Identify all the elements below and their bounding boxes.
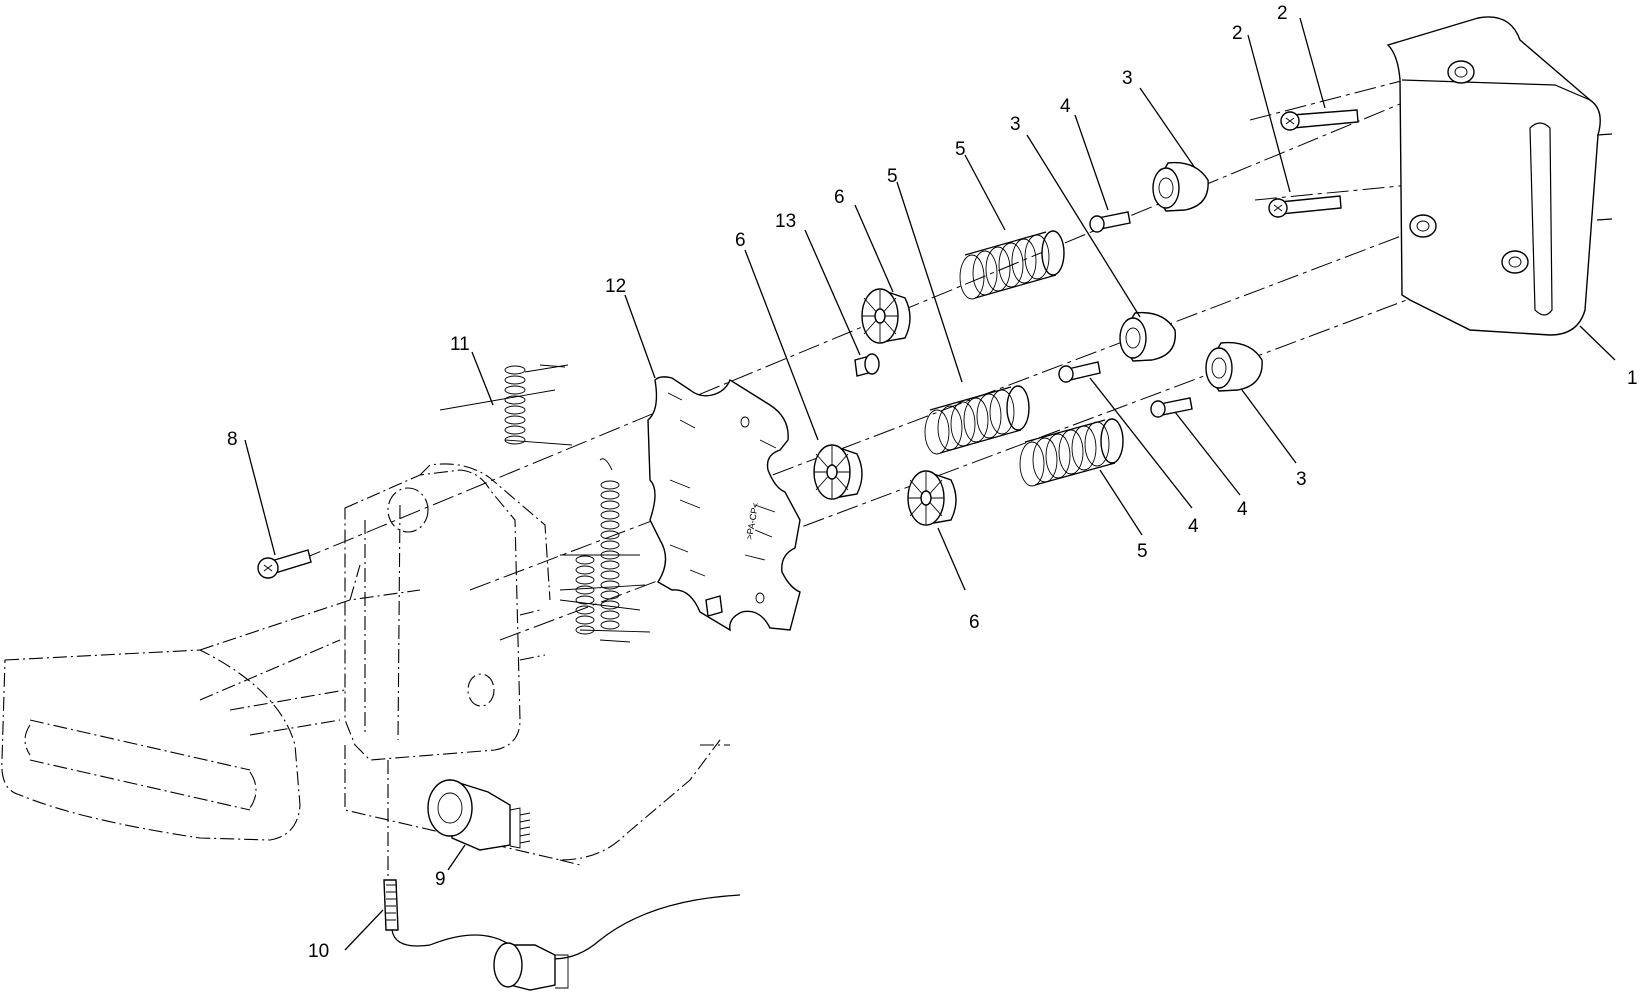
callout-12: 12 (605, 276, 626, 297)
ghost-handle-grip (1, 564, 421, 841)
callout-4-middle: 4 (1188, 516, 1199, 537)
part-spring-bottom (1019, 418, 1143, 536)
part-bushing-middle (1026, 134, 1176, 362)
part-torsion-spring-assembled (559, 458, 651, 643)
callout-labels: 1 2 2 3 3 3 4 4 4 5 5 5 6 6 6 8 9 10 11 … (227, 3, 1638, 962)
callout-9: 9 (435, 869, 446, 890)
callout-5-middle: 5 (887, 166, 898, 187)
part-cap-screw-lower (1247, 34, 1342, 218)
part-torsion-spring (439, 351, 573, 446)
callout-6-bottom: 6 (969, 612, 980, 633)
callout-10: 10 (308, 941, 329, 962)
part-cap-screw-upper (1280, 17, 1359, 131)
callout-3-top: 3 (1122, 68, 1133, 89)
callout-4-top: 4 (1060, 96, 1071, 117)
part-spring-top (959, 154, 1065, 300)
callout-4-bottom: 4 (1237, 499, 1248, 520)
part-screw-8 (244, 439, 312, 579)
callout-6-top: 6 (834, 187, 845, 208)
part-rivet (804, 229, 880, 377)
part-housing-plate (1386, 16, 1616, 361)
part-pin-middle (1058, 361, 1193, 509)
part-bushing-top (1139, 87, 1209, 212)
assembly-axes (299, 74, 1501, 641)
part-adjuster-knob-bottom (907, 470, 966, 591)
callout-2-upper: 2 (1277, 3, 1288, 24)
callout-5-top: 5 (955, 139, 966, 160)
part-fitting-9 (427, 779, 531, 871)
callout-5-bottom: 5 (1137, 541, 1148, 562)
callout-11: 11 (450, 334, 470, 355)
callout-6-middle: 6 (735, 230, 746, 251)
part-spring-middle (896, 181, 1030, 455)
callout-3-middle: 3 (1010, 114, 1021, 135)
part-adjuster-knob-top (854, 204, 911, 344)
ghost-main-body (344, 463, 551, 761)
part-spring-plate: >PA-CP< (624, 294, 801, 632)
callout-2-lower: 2 (1232, 23, 1243, 44)
callout-3-bottom: 3 (1296, 469, 1307, 490)
callout-8: 8 (227, 429, 238, 450)
callout-1: 1 (1627, 368, 1638, 389)
part-adjuster-knob-middle (744, 249, 863, 500)
part-bushing-bottom (1205, 341, 1297, 464)
part-pin-bottom (1150, 397, 1241, 496)
part-pin-top (1074, 114, 1131, 233)
ghost-lower-housing (344, 739, 730, 866)
part-sensor-10 (344, 760, 741, 991)
callout-13: 13 (775, 211, 796, 232)
